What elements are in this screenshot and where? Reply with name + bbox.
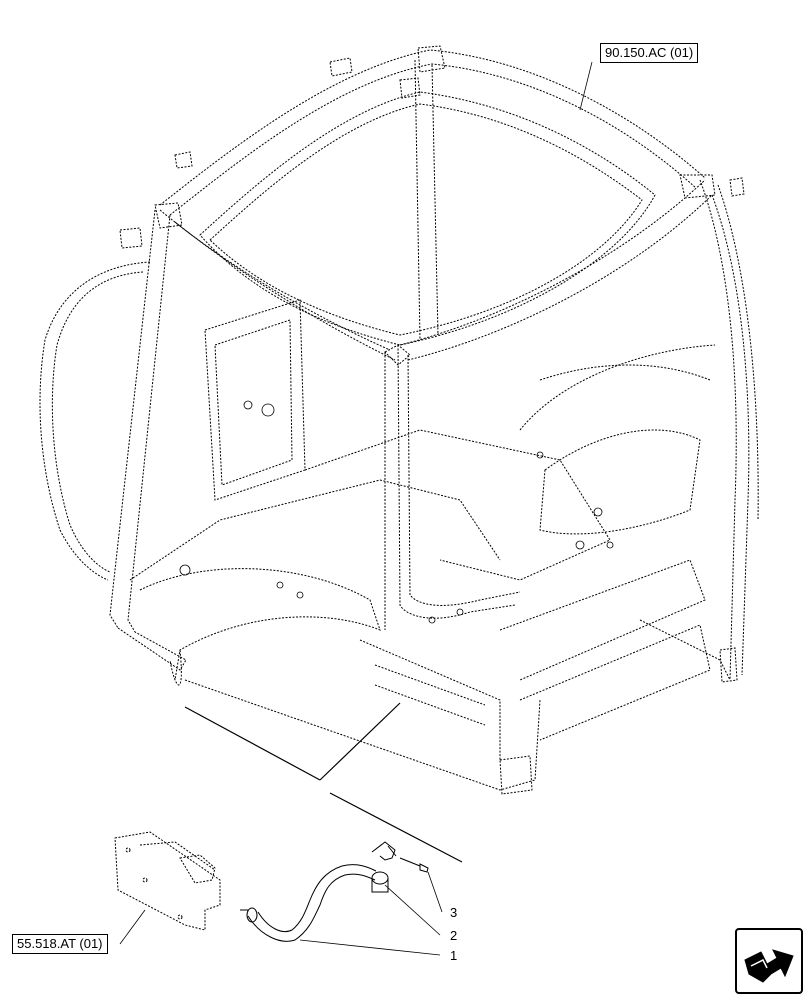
frame-holes [179, 400, 614, 624]
elbow-connector-drawing [371, 871, 389, 893]
callout-leaders [119, 61, 593, 956]
cab-frame-reference-label[interactable]: 90.150.AC (01) [600, 43, 699, 63]
mounting-panel-drawing [114, 831, 221, 931]
hose-drawing [240, 864, 377, 942]
callout-number-2: 2 [450, 928, 458, 943]
next-page-arrow-icon [744, 949, 794, 983]
panel-reference-label[interactable]: 55.518.AT (01) [12, 934, 108, 954]
callout-number-1: 1 [450, 948, 458, 963]
cab-frame-drawing [39, 45, 759, 795]
explode-leader-lines [184, 702, 463, 863]
callout-number-3: 3 [450, 905, 458, 920]
clip-drawing [371, 841, 429, 873]
next-page-button[interactable] [735, 928, 803, 994]
